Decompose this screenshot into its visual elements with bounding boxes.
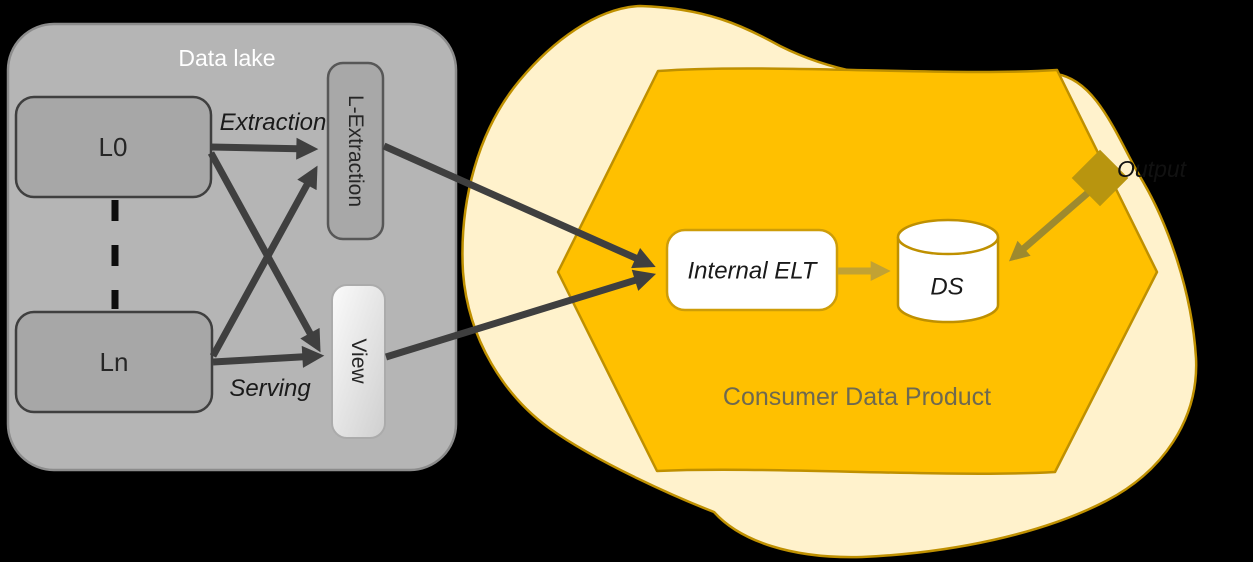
output-label: Output: [1117, 156, 1188, 182]
edge-ln-to-view: [212, 345, 325, 368]
node-l-extraction-label: L-Extraction: [344, 95, 367, 207]
extraction-edge-label: Extraction: [220, 109, 327, 136]
node-l0-label: L0: [99, 132, 128, 162]
node-ds-cylinder: [896, 218, 1000, 324]
node-ds-label: DS: [930, 274, 963, 301]
edge-view-to-elt: [384, 269, 657, 361]
edge-l0-to-extraction: [210, 137, 319, 160]
node-ln: [14, 310, 214, 414]
edge-ln-to-extraction: [209, 165, 318, 358]
node-view-label: View: [347, 338, 370, 384]
edge-extraction-to-elt: [382, 142, 656, 269]
node-ln-label: Ln: [100, 347, 129, 377]
edge-output-to-ds: [1008, 188, 1093, 262]
node-internal-elt-label: Internal ELT: [688, 258, 819, 285]
output-port-diamond: [1071, 149, 1129, 207]
node-l-extraction: [326, 61, 385, 241]
consumer-product-label: Consumer Data Product: [723, 383, 991, 411]
edge-l0-to-view: [207, 151, 321, 353]
node-internal-elt: [665, 228, 839, 312]
data-lake-label: Data lake: [178, 45, 275, 71]
node-view: [331, 284, 386, 439]
serving-edge-label: Serving: [229, 375, 311, 402]
